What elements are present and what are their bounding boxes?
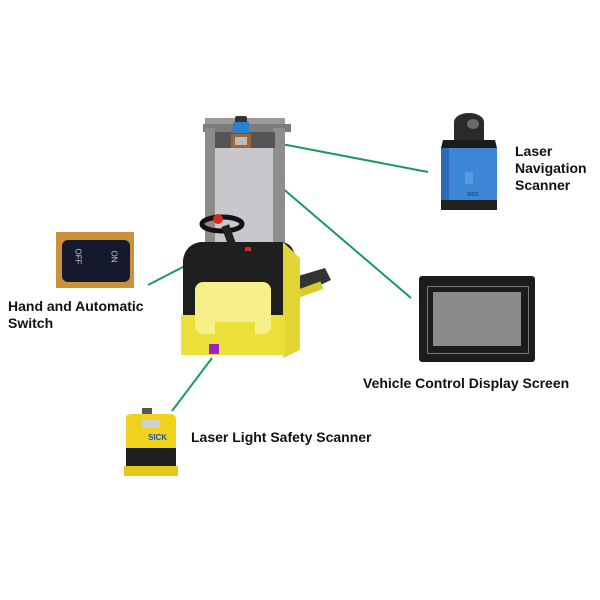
- label-laser-navigation-scanner: Laser Navigation Scanner: [515, 143, 587, 194]
- label-hand-and-automatic-switch: Hand and Automatic Switch: [8, 298, 144, 332]
- svg-text:SICK: SICK: [467, 192, 479, 198]
- switch-on-text: ON: [109, 250, 119, 263]
- label-laser-light-safety-scanner: Laser Light Safety Scanner: [191, 429, 372, 445]
- rocker-switch-icon: OFF ON: [56, 232, 134, 288]
- touch-display-icon: [419, 276, 535, 362]
- forklift-illustration: [181, 116, 331, 358]
- connector-safety-scanner: [171, 357, 213, 412]
- label-line: Navigation: [515, 160, 587, 176]
- label-line: Hand and Automatic: [8, 298, 144, 314]
- label-line: Scanner: [515, 177, 571, 193]
- label-vehicle-control-display-screen: Vehicle Control Display Screen: [363, 375, 570, 391]
- switch-off-text: OFF: [73, 248, 83, 265]
- label-line: Laser: [515, 143, 553, 159]
- svg-text:SICK: SICK: [148, 433, 167, 442]
- laser-navigation-scanner-icon: SICK: [441, 113, 497, 210]
- safety-scanner-icon: SICK: [124, 408, 178, 476]
- label-line: Switch: [8, 315, 54, 331]
